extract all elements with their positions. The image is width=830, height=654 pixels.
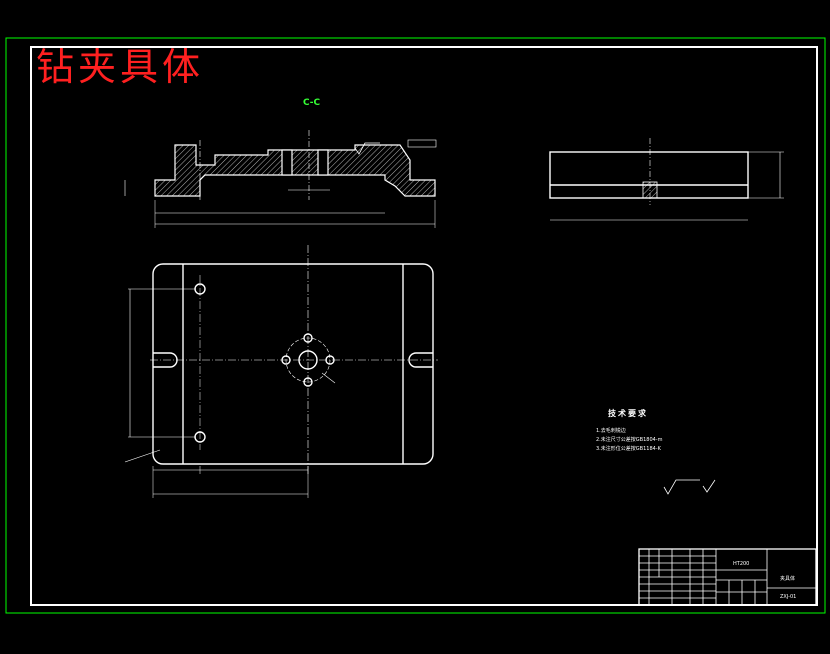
plan-bolt-hole-right [325, 355, 335, 365]
plan-bolt-hole-bottom [303, 377, 313, 387]
technical-requirement-line-3: 3.未注形位公差按GB1184-K [596, 446, 661, 452]
side-view [549, 138, 784, 221]
outer-border [5, 37, 826, 614]
technical-requirement-line-2: 2.未注尺寸公差按GB1804-m [596, 437, 663, 443]
title-block-drawing-no: ZXJ-01 [780, 594, 797, 600]
plan-slot-right [408, 352, 433, 368]
roughness-symbol [663, 479, 700, 495]
title-block-part-name: 夹具体 [780, 576, 796, 582]
title-block-material: HT200 [733, 561, 750, 567]
technical-requirement-line-1: 1.去毛刺锐边 [596, 428, 626, 434]
roughness-symbol-2 [702, 479, 716, 493]
tolerance-frame [407, 139, 437, 148]
section-hole-right [317, 149, 329, 176]
drawing-frame [30, 46, 818, 606]
plan-bolt-hole-top [303, 333, 313, 343]
plan-center-bore [298, 350, 318, 370]
plan-view-outline [152, 263, 434, 465]
surface-finish-symbols [354, 142, 716, 495]
plan-leader-bolt [321, 372, 336, 384]
title-block [638, 548, 817, 606]
technical-requirements-title: 技术要求 [608, 409, 648, 418]
section-profile [154, 144, 436, 197]
plan-bolt-circle [285, 337, 331, 383]
plan-bolt-hole-left [281, 355, 291, 365]
section-label-cc: C-C [303, 98, 321, 108]
plan-slot-left [153, 352, 178, 368]
section-view-cc [124, 130, 437, 228]
roughness-symbol-3 [354, 142, 380, 155]
plan-leader-corner [124, 449, 161, 463]
section-hole-left [281, 149, 293, 176]
drawing-title: 钻夹具体 [36, 45, 205, 89]
plan-view [124, 245, 438, 498]
